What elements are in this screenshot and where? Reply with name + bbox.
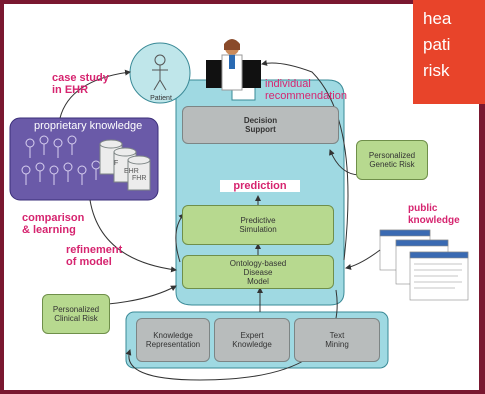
arrow-public — [345, 249, 381, 270]
clinical-line-2: Clinical Risk — [54, 314, 98, 323]
individual-rec-line-2: recommendation — [265, 90, 347, 102]
patient-figure-icon — [152, 54, 168, 91]
ek-line-1: Expert — [240, 331, 264, 340]
doctor-icon — [206, 39, 261, 91]
arrow-recommendation — [261, 59, 349, 261]
expert-knowledge-node: Expert Knowledge — [214, 318, 290, 362]
text-mining-node: Text Mining — [294, 318, 380, 362]
public-knowledge-label: public knowledge — [408, 203, 460, 227]
tm-line-2: Mining — [325, 340, 349, 349]
case-study-line-1: case study — [52, 72, 109, 84]
refinement-line-1: refinement — [66, 244, 123, 256]
comparison-line-2: & learning — [22, 224, 76, 236]
prediction-label: prediction — [220, 180, 300, 192]
arrow-ehr-to-patient — [59, 69, 131, 119]
orange-line-1: hea — [423, 9, 452, 28]
ek-line-2: Knowledge — [232, 340, 272, 349]
comparison-line-1: comparison — [22, 212, 85, 224]
ontology-model-node: Ontology-based Disease Model — [182, 255, 334, 289]
personalized-clinical-risk-node: Personalized Clinical Risk — [42, 294, 110, 334]
patient-label: Patient — [150, 95, 172, 102]
orange-text-box: hea pati risk — [413, 0, 485, 104]
decision-support-line-1: Decision — [243, 116, 278, 125]
ontology-model-line-2: Disease — [243, 267, 273, 277]
decision-support-node: Decision Support — [182, 106, 339, 144]
case-study-label: case study in EHR — [52, 72, 109, 96]
arrow-left-loop — [175, 213, 185, 263]
decision-support-line-2: Support — [245, 125, 276, 134]
ehr-label: EHR — [124, 168, 139, 175]
fhr-label: FHR — [132, 175, 147, 182]
predictive-simulation-line-2: Simulation — [239, 225, 277, 234]
refinement-line-2: of model — [66, 256, 112, 268]
case-study-line-2: in EHR — [52, 84, 89, 96]
people-group-icon — [21, 135, 101, 185]
predictive-simulation-node: Predictive Simulation — [182, 205, 334, 245]
knowledge-representation-node: Knowledge Representation — [136, 318, 210, 362]
individual-rec-line-1: individual — [265, 78, 311, 90]
database-cylinders-icon — [99, 139, 151, 191]
kr-line-1: Knowledge — [153, 331, 193, 340]
comparison-learning-label: comparison & learning — [22, 212, 84, 236]
arrow-comparison — [89, 199, 177, 273]
ontology-model-line-3: Model — [247, 276, 269, 286]
genetic-line-2: Genetic Risk — [369, 160, 415, 169]
public-line-2: knowledge — [408, 215, 460, 226]
predictive-simulation-line-1: Predictive — [240, 216, 276, 225]
personalized-genetic-risk-node: Personalized Genetic Risk — [356, 140, 428, 180]
clinical-line-1: Personalized — [52, 305, 100, 314]
ontology-model-line-1: Ontology-based — [229, 258, 287, 268]
f-label: F — [114, 160, 119, 167]
orange-line-2: pati — [423, 35, 451, 54]
public-line-1: public — [408, 203, 438, 214]
arrow-clinical — [107, 285, 177, 305]
proprietary-knowledge-label: proprietary knowledge — [34, 120, 143, 132]
documents-icon — [379, 229, 469, 301]
orange-line-3: risk — [423, 61, 450, 80]
kr-line-2: Representation — [145, 340, 201, 349]
refinement-label: refinement of model — [66, 244, 122, 268]
individual-recommendation-label: individual recommendation — [265, 78, 347, 102]
tm-line-1: Text — [329, 331, 345, 340]
genetic-line-1: Personalized — [368, 151, 416, 160]
